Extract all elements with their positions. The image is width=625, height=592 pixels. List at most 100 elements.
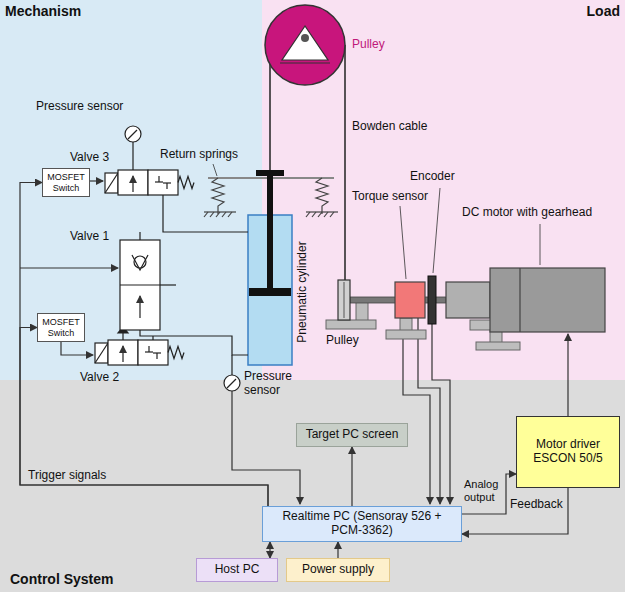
- edge-label: Feedback: [510, 498, 563, 512]
- top-pulley: [282, 26, 328, 60]
- load-supports: [386, 330, 426, 339]
- valve-symbols: [145, 351, 153, 352]
- valve-1: [139, 296, 140, 318]
- dc-motor: [446, 268, 605, 332]
- valve-symbols: [148, 170, 178, 195]
- valve-1: [132, 255, 148, 270]
- bowden-cable: [344, 45, 346, 282]
- region-title: Load: [587, 3, 620, 19]
- signal-connector: [20, 183, 268, 507]
- pneumatic-lines: [163, 195, 248, 232]
- box-text: Realtime PC (Sensoray 526 + PCM-3362): [266, 510, 458, 538]
- dc-motor: [446, 282, 490, 318]
- box-text: Motor driver ESCON 50/5: [520, 438, 616, 466]
- part-label: Valve 3: [70, 151, 109, 165]
- valve-symbols: [132, 176, 133, 192]
- pneumatic-cylinder: [248, 170, 292, 365]
- valve-symbols: [156, 353, 157, 359]
- torque-sensor: [395, 282, 425, 318]
- part-label: Pulley: [326, 334, 359, 348]
- valve-symbols: [138, 340, 168, 365]
- control-wires: [20, 267, 118, 268]
- switch-box: MOSFET Switch: [37, 313, 85, 342]
- valve-symbols: [163, 182, 171, 183]
- part-label: Return springs: [160, 148, 238, 162]
- signal-connector: [337, 542, 338, 558]
- pressure-gauges: [227, 379, 236, 388]
- part-label: Valve 1: [70, 230, 109, 244]
- return-springs: [212, 178, 224, 214]
- return-springs: [316, 178, 328, 214]
- signal-connector: [20, 328, 268, 507]
- valve-symbols: [95, 343, 108, 363]
- pneumatic-lines: [122, 333, 123, 340]
- pneumatic-cylinder: [267, 170, 273, 290]
- pneumatic-lines: [231, 355, 232, 375]
- control-wires: [90, 180, 103, 181]
- part-label: Valve 2: [80, 371, 119, 385]
- leader-lines: [400, 206, 406, 279]
- region-band: MechanismMOSFET SwitchMOSFET Switch: [0, 0, 262, 380]
- lower-pulley: [344, 282, 345, 318]
- region-grounds: [0, 0, 262, 380]
- valve-symbols: [108, 340, 138, 365]
- leader-lines: [213, 164, 540, 279]
- driver-box: Motor driver ESCON 50/5: [516, 416, 620, 488]
- box-text: Power supply: [302, 563, 374, 577]
- part-label: Bowden cable: [352, 120, 427, 134]
- control-wires: [432, 324, 450, 504]
- control-wires: [567, 334, 568, 416]
- region-title: Control System: [10, 571, 113, 587]
- valve-symbols: [166, 183, 167, 189]
- pressure-gauges: [224, 375, 240, 391]
- box-text: MOSFET Switch: [46, 172, 86, 193]
- torque-sensor: [395, 282, 425, 318]
- box-text: MOSFET Switch: [41, 317, 81, 338]
- valve-symbols: [118, 170, 148, 195]
- pressure-gauges: [128, 130, 137, 139]
- encoder: [428, 276, 436, 324]
- valve-1: [120, 240, 160, 330]
- region-band: Load: [262, 0, 625, 380]
- pneumatic-lines: [152, 336, 153, 340]
- top-pulley: [301, 34, 309, 42]
- lower-pulley: [338, 280, 350, 320]
- leader-lines: [540, 224, 541, 265]
- dc-motor: [490, 268, 605, 332]
- valve-symbols: [168, 347, 184, 359]
- valve-symbols: [122, 346, 123, 362]
- valve-symbols: [105, 173, 118, 193]
- supply-box: Power supply: [286, 558, 390, 582]
- control-wires: [403, 318, 430, 504]
- region-grounds: [0, 380, 625, 592]
- computer-box: Realtime PC (Sensoray 526 + PCM-3362): [262, 506, 462, 542]
- pneumatic-lines: [118, 142, 248, 375]
- edge-label: Analog output: [464, 478, 502, 503]
- control-wires: [232, 391, 300, 504]
- edge-label: Trigger signals: [28, 469, 106, 483]
- valve-symbols: [153, 352, 161, 353]
- part-label-vertical: Pneumatic cylinder: [296, 241, 310, 342]
- top-pulley: [265, 5, 345, 85]
- valve-symbols: [148, 346, 149, 352]
- part-label: Pressure sensor: [36, 100, 123, 114]
- control-wires: [20, 181, 568, 504]
- valve-symbols: [155, 181, 163, 182]
- signal-connector: [462, 488, 568, 534]
- control-wires: [418, 318, 440, 504]
- box-text: Target PC screen: [306, 428, 399, 442]
- pressure-gauges: [125, 126, 141, 142]
- top-pulley: [280, 62, 330, 63]
- encoder: [428, 276, 436, 324]
- load-supports: [326, 320, 376, 329]
- leader-lines: [433, 188, 440, 273]
- region-grounds: [262, 0, 625, 380]
- pneumatic-lines: [139, 232, 140, 240]
- signal-connector: [269, 542, 270, 558]
- part-label: DC motor with gearhead: [462, 206, 592, 220]
